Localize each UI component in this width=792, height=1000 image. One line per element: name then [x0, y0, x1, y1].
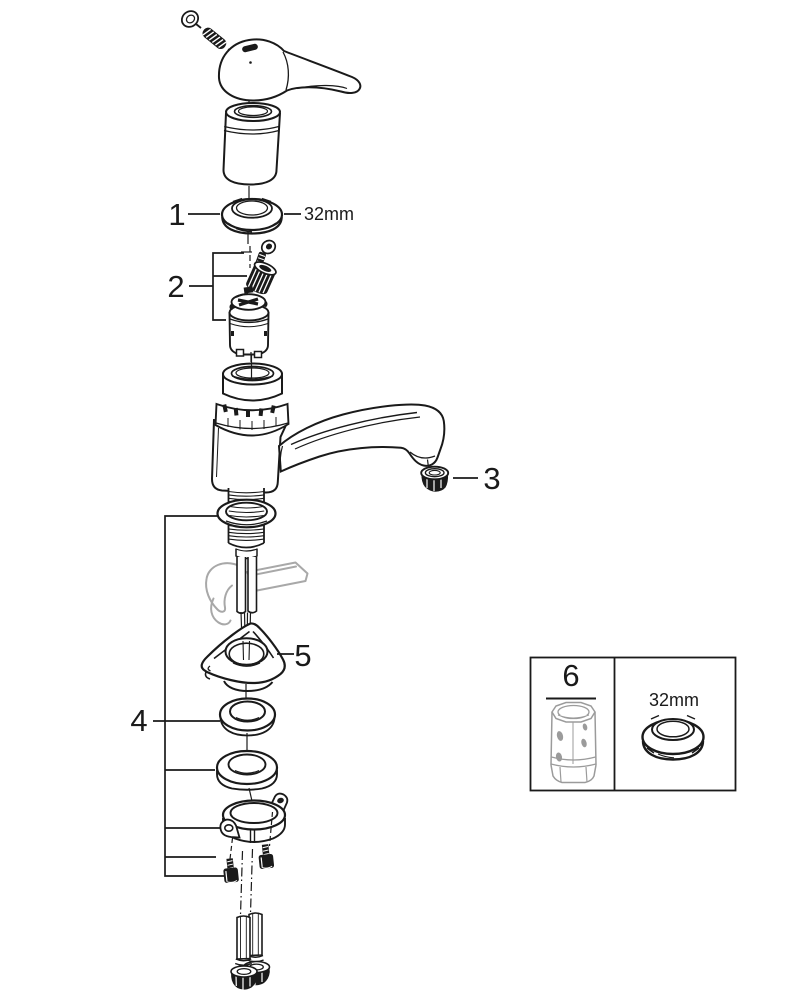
- clamp-screw-left: [223, 837, 239, 883]
- mounting-wedge: [200, 622, 286, 699]
- shank-o-ring: [216, 498, 277, 529]
- connection-hoses: [230, 848, 271, 990]
- supply-tubes: [236, 557, 258, 659]
- box-size-label: 32mm: [649, 690, 699, 710]
- center-axis-dashes: [241, 246, 252, 268]
- ceramic-cartridge: [228, 286, 270, 362]
- box-ring-32mm: [641, 714, 705, 761]
- callout-1-size: 32mm: [304, 204, 354, 224]
- mounting-nut-32mm: [220, 197, 284, 244]
- washer-dished: [218, 697, 277, 751]
- callout-6-label: 6: [562, 658, 579, 693]
- callout-1: 1 32mm: [168, 197, 354, 232]
- clamp-ring: [219, 792, 289, 843]
- callout-2-label: 2: [167, 269, 184, 304]
- callout-3-label: 3: [483, 461, 500, 496]
- handle-cap-sleeve: [222, 102, 281, 199]
- callout-5: 5: [277, 638, 312, 673]
- socket-tool: [550, 701, 597, 784]
- aerator: [420, 465, 450, 492]
- callout-1-label: 1: [168, 197, 185, 232]
- service-parts-box: 6 32mm: [529, 656, 737, 792]
- callout-4-bracket: [153, 515, 224, 877]
- valve-seat-band: [214, 402, 290, 437]
- clamp-screw-right: [258, 811, 275, 869]
- faucet-body-and-spout: [210, 403, 446, 494]
- lever-handle: [217, 38, 362, 106]
- callout-5-label: 5: [294, 638, 311, 673]
- callout-3: 3: [453, 461, 501, 496]
- callout-4-label: 4: [130, 703, 147, 738]
- threaded-shank: [216, 488, 277, 560]
- handle-indicator-slot: [242, 43, 258, 64]
- callout-4: 4: [130, 703, 147, 738]
- cartridge-adjuster-cap: [246, 261, 277, 295]
- callout-2: 2: [167, 252, 247, 321]
- cartridge-collar: [222, 355, 283, 402]
- hose-left: [230, 915, 258, 990]
- washer-flat: [215, 749, 279, 802]
